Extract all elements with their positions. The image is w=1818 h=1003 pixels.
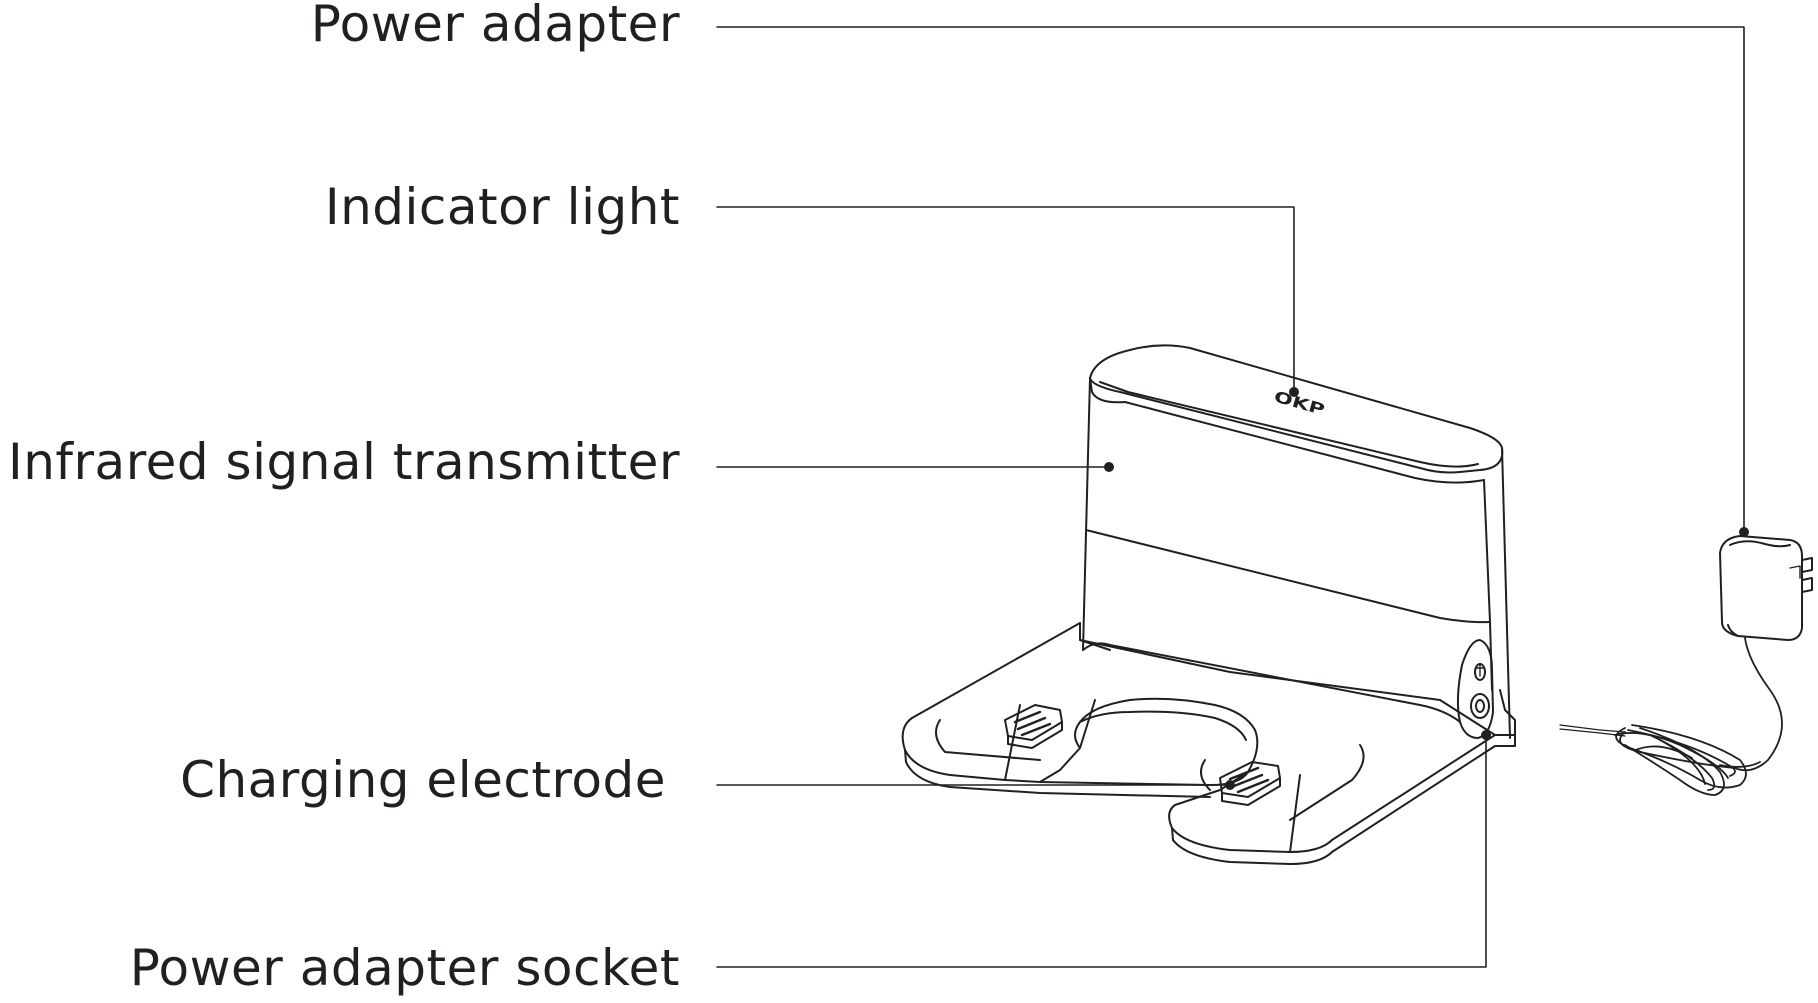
device-logo: OKP [1272,388,1327,419]
socket-panel [1456,639,1494,739]
charging-electrode-right [1219,761,1281,806]
leader-dot-power-adapter-socket [1481,730,1491,740]
leader-power-adapter-socket [716,734,1487,968]
leader-lines [716,26,1749,968]
label-charging-electrode: Charging electrode [180,751,666,809]
leader-indicator-light [716,206,1295,393]
leader-dot-infrared-transmitter [1104,462,1114,472]
label-infrared-signal-transmitter: Infrared signal transmitter [7,433,680,491]
dock-base [901,622,1516,865]
label-power-adapter-socket: Power adapter socket [129,939,680,997]
leader-dot-power-adapter [1739,527,1749,537]
label-power-adapter: Power adapter [310,0,680,53]
leader-power-adapter [716,26,1745,533]
charging-electrode-left [1004,704,1063,749]
power-adapter-unit [1719,535,1813,641]
label-indicator-light: Indicator light [324,178,680,236]
leader-dot-indicator-light [1289,387,1299,397]
dock-tower [1082,344,1511,739]
power-cable [1559,637,1783,796]
